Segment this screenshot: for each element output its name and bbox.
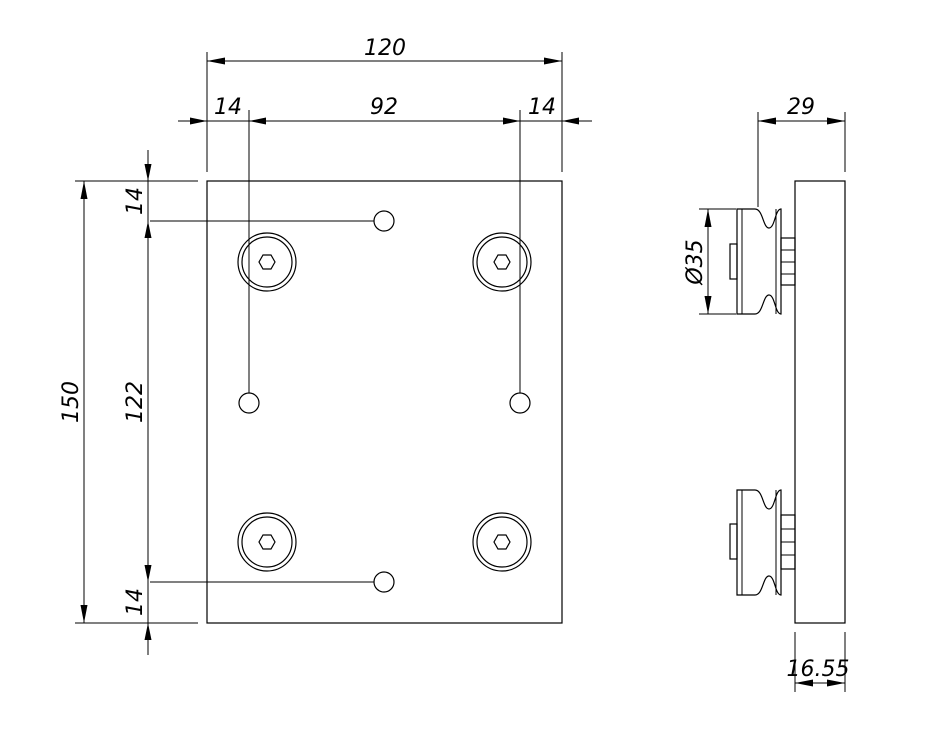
mounting-hole-right [509, 392, 531, 414]
screw-top-right [472, 232, 532, 292]
dim-edge-right-label: 14 [528, 95, 556, 120]
screw-bottom-right [472, 512, 532, 572]
mounting-hole-top [373, 210, 395, 232]
side-view: 29 Ø35 16.55 [683, 95, 849, 692]
dim-hole-spacing-x-label: 92 [370, 95, 398, 120]
dim-overall-height-label: 150 [59, 381, 84, 423]
mounting-hole-bottom [373, 571, 395, 593]
wheel-top [729, 208, 796, 315]
dim-edge-left-label: 14 [214, 95, 242, 120]
dim-wheel-diameter: Ø35 [683, 208, 736, 315]
screw-bottom-left [237, 512, 297, 572]
screw-top-left [237, 232, 297, 292]
dim-overall-height: 150 [59, 181, 88, 623]
mounting-hole-left [238, 392, 260, 414]
dim-depth-label: 29 [787, 95, 815, 120]
dim-overall-width-label: 120 [364, 36, 406, 61]
plate-outline [206, 180, 563, 624]
dim-wheel-diameter-label: Ø35 [683, 239, 708, 285]
dim-hole-spacing-x: 14 92 14 [178, 95, 592, 125]
front-view: 120 14 92 14 150 14 122 [59, 36, 592, 655]
dim-overall-width: 120 [207, 36, 562, 65]
dim-hole-spacing-y-label: 122 [123, 381, 148, 423]
wheel-bottom [729, 489, 796, 596]
dim-plate-thickness: 16.55 [787, 632, 850, 692]
dim-hole-spacing-y: 14 122 14 [123, 150, 152, 655]
dim-edge-bottom-label: 14 [123, 588, 148, 616]
side-plate-outline [794, 180, 846, 624]
dim-plate-thickness-label: 16.55 [787, 657, 850, 682]
dim-edge-top-label: 14 [123, 187, 148, 215]
dim-depth: 29 [757, 95, 846, 207]
